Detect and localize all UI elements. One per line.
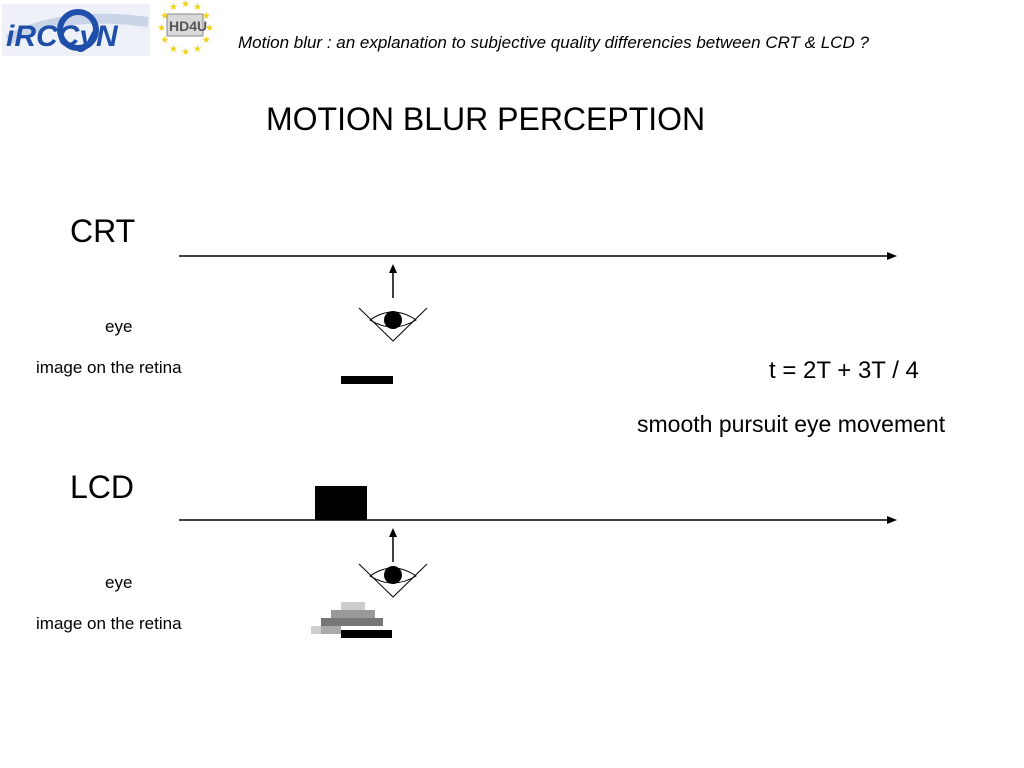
lcd-section-label: LCD <box>70 469 135 505</box>
crt-eye-label: eye <box>105 317 133 336</box>
time-formula-label: t = 2T + 3T / 4 <box>769 357 919 384</box>
star-icon: ★ <box>160 11 169 22</box>
crt-retina-label: image on the retina <box>36 358 182 377</box>
star-icon: ★ <box>193 2 202 13</box>
smooth-pursuit-label: smooth pursuit eye movement <box>637 411 946 437</box>
star-icon: ★ <box>169 2 178 13</box>
lcd-eye-label: eye <box>105 573 133 592</box>
badge-text: HD4U <box>169 18 207 34</box>
star-icon: ★ <box>181 0 190 10</box>
star-icon: ★ <box>193 44 202 55</box>
star-icon: ★ <box>157 23 166 34</box>
lcd-eye-icon <box>358 563 428 598</box>
star-icon: ★ <box>169 44 178 55</box>
lcd-axis-arrowhead <box>887 516 897 524</box>
crt-gaze-arrowhead <box>389 264 397 273</box>
logo-text: iRCCyN <box>6 20 119 53</box>
crt-axis-arrowhead <box>887 252 897 260</box>
crt-eye-icon <box>358 307 428 342</box>
lcd-displayed-object <box>315 486 367 520</box>
header-subtitle: Motion blur : an explanation to subjecti… <box>238 33 869 52</box>
ircycn-logo: iRCCyN <box>2 4 150 56</box>
star-icon: ★ <box>160 35 169 46</box>
lcd-retina-label: image on the retina <box>36 614 182 633</box>
star-icon: ★ <box>181 47 190 58</box>
crt-retina-image <box>341 376 393 384</box>
star-icon: ★ <box>202 11 211 22</box>
slide-title: MOTION BLUR PERCEPTION <box>266 101 706 137</box>
star-icon: ★ <box>205 23 214 34</box>
crt-section-label: CRT <box>70 213 136 249</box>
lcd-gaze-arrowhead <box>389 528 397 537</box>
lcd-retina-image <box>311 602 392 638</box>
star-icon: ★ <box>202 35 211 46</box>
hd4u-badge: HD4U ★★★★★★★★★★★★ <box>157 0 214 58</box>
